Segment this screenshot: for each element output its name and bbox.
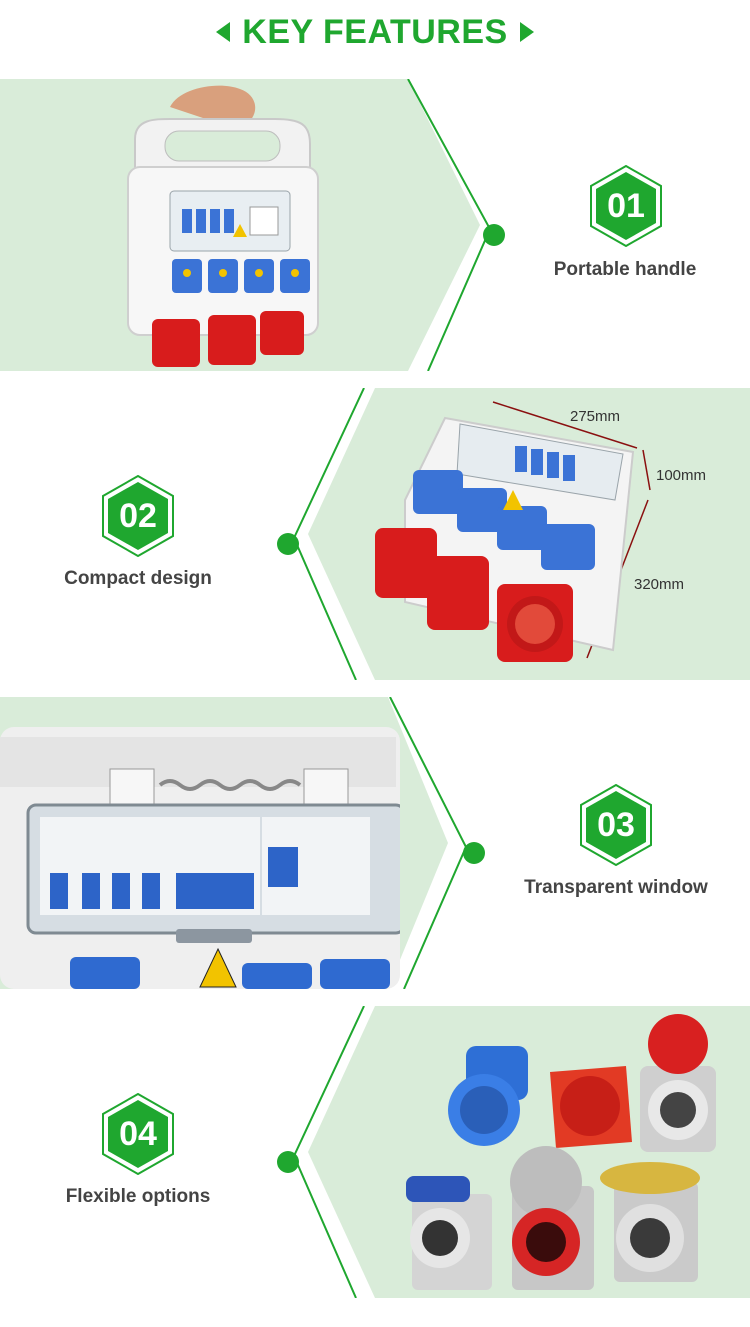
- hex-badge-icon: [590, 164, 662, 248]
- feature-number: 02: [119, 496, 157, 535]
- hex-badge-icon: [102, 474, 174, 558]
- warning-icon: [199, 947, 237, 988]
- feature-section-1: 01 Portable handle: [0, 79, 750, 371]
- dimension-height: 320mm: [634, 576, 685, 593]
- socket-icon: [640, 1014, 716, 1152]
- socket-icon: [550, 1066, 632, 1148]
- feature-label: Compact design: [64, 568, 212, 589]
- connector-dot: [277, 1151, 299, 1173]
- header: KEY FEATURES: [0, 0, 750, 64]
- connector-dot: [277, 533, 299, 555]
- feature-label: Transparent window: [524, 877, 708, 898]
- hex-badge-02: 02: [102, 474, 174, 558]
- connector-dot: [483, 224, 505, 246]
- hex-badge-03: 03: [580, 783, 652, 867]
- feature-section-2: 275mm 100mm 320mm 02 Compact design: [0, 388, 750, 680]
- connector-dot: [463, 842, 485, 864]
- arrow-right-icon: [519, 22, 534, 42]
- feature-label: Flexible options: [65, 1186, 211, 1207]
- distribution-box-image: [127, 85, 319, 367]
- socket-icon: [406, 1176, 492, 1290]
- page-title: KEY FEATURES: [242, 12, 508, 51]
- arrow-left-icon: [216, 22, 231, 42]
- hex-badge-01: 01: [590, 164, 662, 248]
- dimension-length: 275mm: [570, 408, 621, 425]
- dimension-depth: 100mm: [656, 467, 707, 484]
- socket-icon: [600, 1162, 700, 1282]
- hex-badge-04: 04: [102, 1092, 174, 1176]
- warning-icon: [503, 490, 523, 510]
- feature-label: Portable handle: [553, 259, 697, 280]
- feature-number: 01: [607, 186, 645, 225]
- distribution-box-dimensions-image: [375, 401, 651, 662]
- hex-badge-icon: [580, 783, 652, 867]
- feature-section-4: 04 Flexible options: [0, 1006, 750, 1298]
- socket-options-image: [406, 1014, 716, 1290]
- socket-icon: [510, 1146, 594, 1290]
- socket-icon: [448, 1046, 528, 1146]
- feature-number: 03: [597, 805, 635, 844]
- feature-section-3: 03 Transparent window: [0, 697, 750, 989]
- transparent-window-closeup-image: [0, 727, 400, 989]
- hex-badge-icon: [102, 1092, 174, 1176]
- feature-number: 04: [119, 1114, 157, 1153]
